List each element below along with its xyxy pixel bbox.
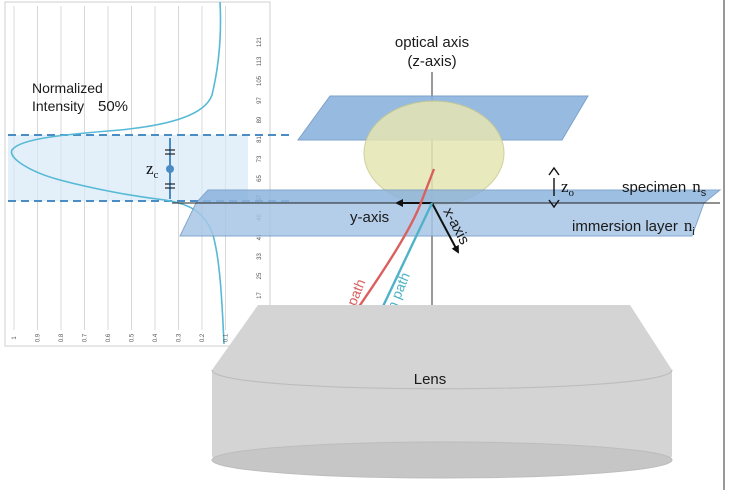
x-tick-label: 0.8 bbox=[59, 333, 65, 342]
y-tick-label: 81 bbox=[257, 136, 263, 143]
x-tick-label: 0.4 bbox=[153, 333, 159, 342]
y-axis-label: y-axis bbox=[350, 209, 389, 226]
y-tick-label: 113 bbox=[257, 56, 263, 66]
x-tick-label: 0.5 bbox=[130, 333, 136, 342]
zc-center-dot bbox=[166, 165, 174, 173]
x-tick-label: 0.2 bbox=[200, 333, 206, 342]
y-tick-label: 73 bbox=[257, 155, 263, 162]
specimen-sphere bbox=[363, 100, 505, 206]
plot-title-line1: Normalized bbox=[32, 80, 103, 96]
y-tick-label: 65 bbox=[257, 175, 263, 182]
y-tick-label: 105 bbox=[257, 75, 263, 86]
optical-axis-label-line2: (z-axis) bbox=[407, 53, 456, 70]
x-tick-label: 0.6 bbox=[106, 333, 112, 342]
plot-title-line2: Intensity bbox=[32, 98, 84, 114]
x-tick-label: 0.1 bbox=[224, 333, 230, 342]
lens: Lens bbox=[211, 305, 673, 479]
zo-arrow-head-top bbox=[548, 166, 560, 176]
optical-axis-label-line1: optical axis bbox=[395, 34, 469, 51]
x-tick-label: 0.7 bbox=[83, 333, 89, 342]
y-tick-label: 89 bbox=[257, 116, 263, 123]
x-tick-label: 0.9 bbox=[36, 333, 42, 342]
lens-top-rim bbox=[211, 369, 673, 390]
y-tick-label: 33 bbox=[257, 253, 263, 260]
y-tick-label: 41 bbox=[257, 233, 263, 240]
intensity-plot: 1 0.9 0.8 0.7 0.6 0.5 0.4 0.3 0.2 0.1 121 113 105 97… bbox=[4, 1, 290, 347]
lens-body bbox=[212, 305, 672, 471]
y-tick-label: 25 bbox=[257, 272, 263, 279]
plot-title-percent: 50% bbox=[98, 98, 128, 115]
y-tick-label: 121 bbox=[257, 36, 263, 47]
zc-label: zc bbox=[146, 159, 159, 181]
zo-label: zo bbox=[561, 177, 575, 199]
x-tick-label: 0.3 bbox=[177, 333, 183, 342]
zo-arrow-head-bottom bbox=[548, 199, 560, 209]
y-tick-label: 97 bbox=[257, 97, 263, 104]
lens-bottom-face bbox=[211, 441, 673, 479]
x-tick-label: 1 bbox=[12, 336, 18, 340]
y-tick-label: 17 bbox=[257, 292, 263, 299]
lens-label: Lens bbox=[414, 371, 447, 388]
x-axis-arrow bbox=[431, 202, 459, 254]
y-tick-labels: 12111310597898173655749413325179 bbox=[257, 36, 263, 316]
x-tick-labels: 1 0.9 0.8 0.7 0.6 0.5 0.4 0.3 0.2 0.1 bbox=[12, 333, 230, 342]
